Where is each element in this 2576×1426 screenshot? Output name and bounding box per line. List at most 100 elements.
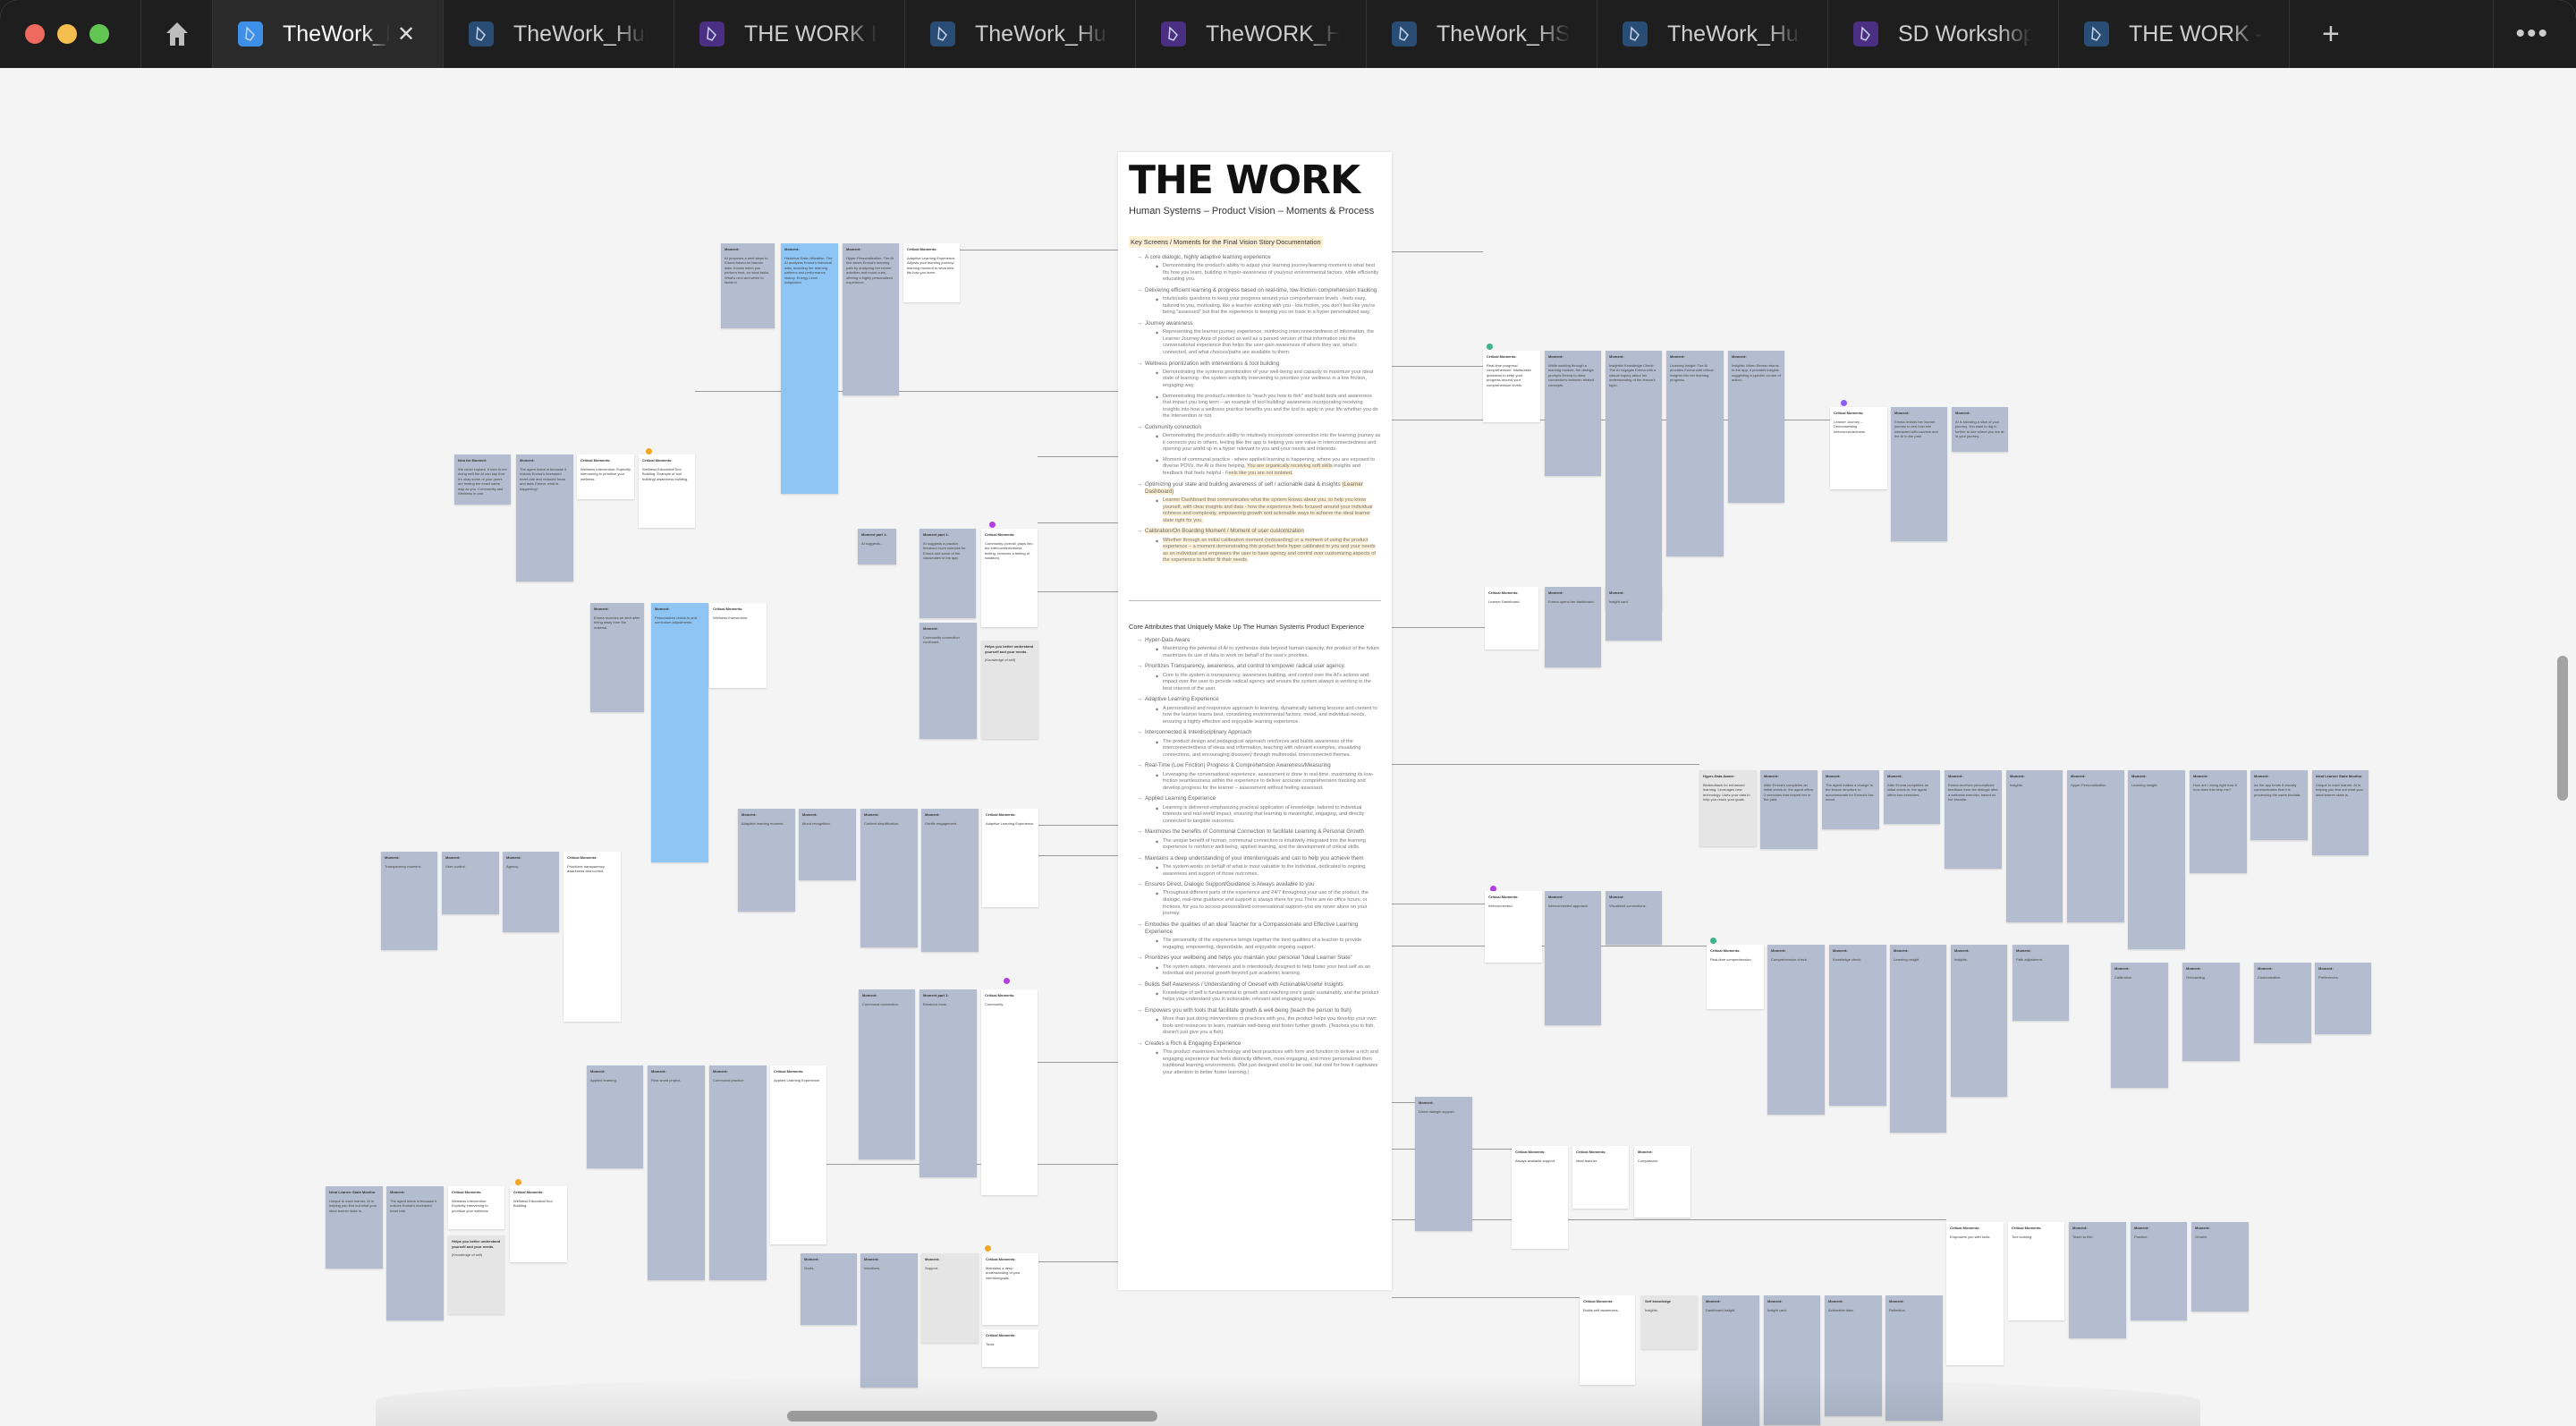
minimize-window-button[interactable] [57, 24, 77, 44]
critical-moment-card[interactable]: Critical Moments:Learner Dashboard. [1485, 587, 1538, 649]
tab-8[interactable]: THE WORK - H [2059, 0, 2290, 68]
sticky-note[interactable]: Moment:Emma receives personalized feedba… [1945, 770, 2002, 869]
sticky-note[interactable]: Moment:Insights. [1951, 945, 2007, 1097]
critical-moment-card[interactable]: Critical Moments:Always available suppor… [1512, 1146, 1568, 1249]
sticky-note[interactable]: Moment:Emma revisits her learner journey… [1891, 407, 1947, 541]
critical-moment-card[interactable]: Critical Moments:Wellness Intervention: … [577, 454, 634, 499]
critical-moment-card[interactable]: Critical Moments:Prioritizes transparenc… [564, 852, 621, 1022]
critical-moment-card[interactable]: Critical Moments:Learner Journey – Demon… [1830, 407, 1887, 489]
critical-moment-card[interactable]: Critical Moments:Wellness Intervention: … [448, 1186, 504, 1229]
sticky-note[interactable]: Moment part 1:Breakout room. [919, 989, 977, 1177]
critical-moment-card[interactable]: Critical Moments:Wellness Education/Tool… [510, 1186, 567, 1262]
sticky-note[interactable]: Moment:Path adjustment. [2012, 945, 2069, 1021]
critical-moment-card[interactable]: Critical Moments:Interconnected. [1485, 891, 1542, 963]
sticky-note[interactable]: Moment:Interconnected approach. [1545, 891, 1601, 1025]
critical-moment-card[interactable]: Critical Moments:Builds self awareness. [1580, 1295, 1635, 1385]
sticky-note[interactable]: Moment:Real-world project. [648, 1065, 705, 1280]
critical-moment-card[interactable]: Critical Moments:Tools. [982, 1329, 1038, 1367]
sticky-note[interactable]: Moment:Actionable data. [1825, 1295, 1882, 1416]
sticky-note[interactable]: Moment:Hyper-Personalization. The AI fin… [843, 243, 899, 395]
tab-4[interactable]: TheWORK_Hum [1136, 0, 1367, 68]
sticky-note[interactable]: Moment:Growth. [2191, 1222, 2249, 1311]
sticky-note[interactable]: Moment:The agent leans in because it not… [386, 1186, 444, 1320]
tab-1[interactable]: TheWork_Hum [444, 0, 674, 68]
critical-moment-card[interactable]: Critical Moments:Maintains a deep unders… [982, 1253, 1038, 1325]
home-button[interactable] [141, 0, 213, 68]
sticky-note[interactable]: Moment:Goals. [801, 1253, 857, 1325]
sticky-note[interactable]: Moment:Learning Insight: The AI provides… [1666, 351, 1724, 556]
critical-moment-card[interactable]: Critical Moments:Adaptive Learning Exper… [903, 243, 960, 302]
sticky-note[interactable]: Moment:Onboarding. [2182, 963, 2240, 1061]
sticky-note[interactable]: Moment:User control. [442, 852, 499, 914]
sticky-note[interactable]: Moment:Practice. [2131, 1222, 2187, 1320]
new-tab-button[interactable]: + [2290, 0, 2494, 68]
sticky-note[interactable]: Moment:The agent makes a change to the l… [1822, 770, 1879, 829]
sticky-note[interactable]: Moment:Direct dialogic support. [1415, 1097, 1472, 1231]
sticky-note[interactable]: Helps you better understand yourself and… [981, 641, 1038, 739]
sticky-note[interactable]: Moment:AI proposes a next steps to Emma … [721, 243, 775, 328]
critical-moment-card[interactable]: Critical Moments:Real-time progress/ com… [1483, 351, 1540, 422]
sticky-note[interactable]: Moment:Teach to fish. [2069, 1222, 2126, 1338]
sticky-note[interactable]: Moment:Mood recognition. [799, 809, 856, 880]
critical-moment-card[interactable]: Critical Moments:Community (overall, pla… [981, 529, 1038, 627]
sticky-note[interactable]: Moment:Hyper-Personalization. [2067, 770, 2124, 922]
sticky-note[interactable]: Moment part 1:AI suggests... [858, 529, 896, 564]
vision-document[interactable]: THE WORK Human Systems – Product Vision … [1118, 152, 1392, 1290]
sticky-note[interactable]: Moment:Calibration. [2111, 963, 2168, 1088]
sticky-note[interactable]: Moment:Learning Insight. [2128, 770, 2185, 949]
sticky-note[interactable]: Moment:Communal connection. [859, 989, 915, 1159]
maximize-window-button[interactable] [89, 24, 109, 44]
sticky-note[interactable]: Idea for Moment:We could explore, if use… [454, 454, 511, 505]
critical-moment-card[interactable]: Critical Moments:Wellness Intervention. [709, 603, 767, 688]
sticky-note[interactable]: Moment part 1:AI suggests a practice bre… [919, 529, 976, 618]
sticky-note[interactable]: Moment:Insight card. [1764, 1295, 1820, 1425]
sticky-note[interactable]: Moment:Dashboard insight. [1702, 1295, 1759, 1426]
sticky-note[interactable]: Moment:Adaptive learning moment. [738, 809, 795, 912]
tab-3[interactable]: TheWork_Hum [905, 0, 1136, 68]
sticky-note[interactable]: Moment:Insights. [2006, 770, 2063, 922]
critical-moment-card[interactable]: Critical Moments:Real-time comprehension… [1707, 945, 1764, 1009]
sticky-note[interactable]: Moment:Applied learning. [587, 1065, 643, 1168]
sticky-note[interactable]: Moment:Content simplification. [860, 809, 918, 947]
sticky-note[interactable]: Moment:Learning insight. [1890, 945, 1946, 1133]
horizontal-scrollbar[interactable] [787, 1411, 1157, 1422]
sticky-note[interactable]: Moment:The agent leans in because it not… [516, 454, 573, 581]
sticky-note[interactable]: Moment:Insights: When Emma returns to th… [1728, 351, 1784, 503]
sticky-note[interactable]: Moment:Support. [921, 1253, 979, 1343]
sticky-note[interactable]: Moment:Historical Data Utilization. The … [781, 243, 838, 494]
critical-moment-card[interactable]: Critical Moments:Tool building. [2008, 1222, 2064, 1320]
sticky-note[interactable]: Moment:While working through a learning … [1545, 351, 1601, 476]
whiteboard-canvas[interactable]: Moment:AI proposes a next steps to Emma … [0, 68, 2576, 1426]
sticky-note[interactable]: Moment:Visualized connections. [1606, 891, 1662, 945]
sticky-note[interactable]: Moment:Insightful Knowledge Check: The A… [1606, 351, 1662, 610]
sticky-note[interactable]: Helps you better understand yourself and… [448, 1235, 504, 1314]
vertical-scrollbar[interactable] [2557, 656, 2568, 801]
tab-6[interactable]: TheWork_Hum [1597, 0, 1828, 68]
sticky-note[interactable]: Moment:AI is showing a slice of your jou… [1952, 407, 2008, 452]
sticky-note[interactable]: Moment:Communal practice. [709, 1065, 767, 1280]
sticky-note[interactable]: Moment:Customization. [2254, 963, 2311, 1043]
sticky-note[interactable]: Moment:Emma opens her dashboard. [1545, 587, 1601, 667]
sticky-note[interactable]: Moment:Community connection continued. [919, 623, 977, 739]
sticky-note[interactable]: Moment:How are I doing right now & how d… [2190, 770, 2247, 873]
critical-moment-card[interactable]: Critical Moments:Applied Learning Experi… [770, 1065, 826, 1244]
sticky-note[interactable]: Moment:Transparency moment. [381, 852, 437, 950]
sticky-note[interactable]: Moment:Reflection. [1885, 1295, 1943, 1421]
tab-5[interactable]: TheWork_HS_I [1367, 0, 1597, 68]
critical-moment-card[interactable]: Critical Moments:Adaptive Learning Exper… [982, 809, 1038, 907]
sticky-note[interactable]: Moment:After Emma's completes an initial… [1760, 770, 1818, 849]
tab-0[interactable]: TheWork_Hum✕ [213, 0, 444, 68]
sticky-note[interactable]: Moment:Insight card. [1606, 587, 1662, 641]
sticky-note[interactable]: Moment:Gentle engagement. [921, 809, 979, 952]
sticky-note[interactable]: Moment:Agency. [503, 852, 559, 932]
critical-moment-card[interactable]: Moment:Compassion. [1634, 1146, 1690, 1218]
sticky-note[interactable]: Moment:As the app tends it visually comm… [2250, 770, 2308, 840]
critical-moment-card[interactable]: Critical Moments:Empowers you with tools… [1946, 1222, 2004, 1365]
sticky-note[interactable]: Moment:Personalized check-in and curricu… [651, 603, 708, 862]
critical-moment-card[interactable]: Critical Moments:Wellness Education/Tool… [639, 454, 695, 528]
sticky-note[interactable]: Moment:Knowledge check. [1829, 945, 1886, 1106]
critical-moment-card[interactable]: Critical Moments:Ideal teacher. [1572, 1146, 1629, 1209]
